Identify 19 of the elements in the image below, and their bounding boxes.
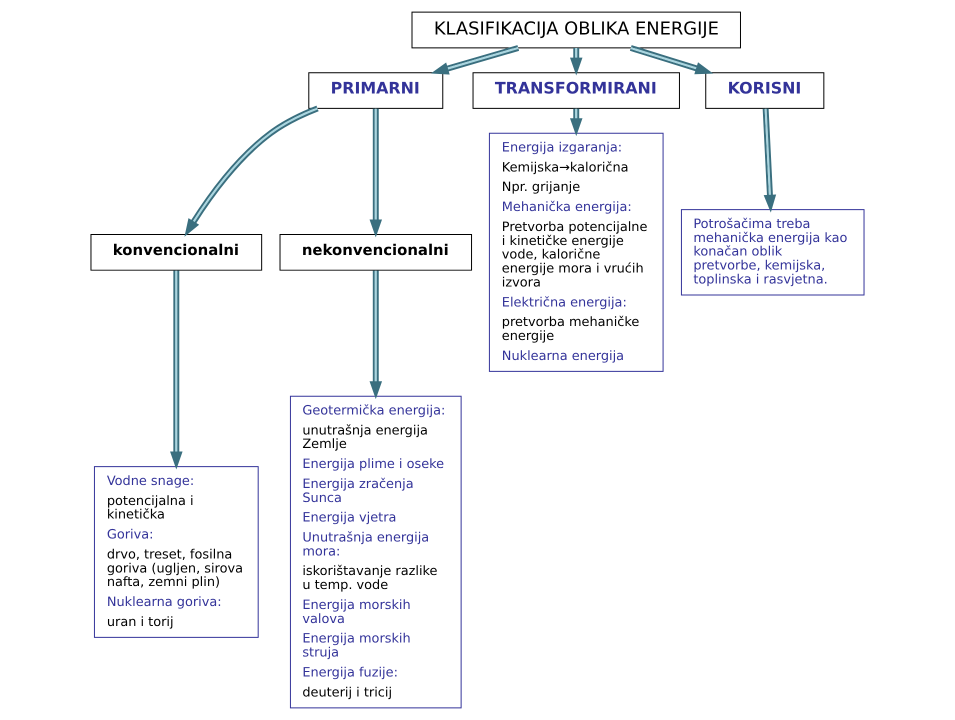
node-box: nekonvencionalni <box>280 234 472 271</box>
arrow <box>370 108 382 238</box>
node-box: TRANSFORMIRANI <box>472 72 680 109</box>
arrow <box>762 108 776 213</box>
arrow <box>430 45 520 75</box>
arrow <box>630 45 714 74</box>
node-box: Energija izgaranja: Kemijska→kalorična Npr. grijanje Mehanička energija: Pretvorba potencijalne i kinetičke energije vode, kalorične energije mora i vrućih izvora Električna energija: pretvorba mehaničke energije Nuklearna energija <box>488 132 664 372</box>
node-box: Geotermička energija: unutrašnja energija Zemlje Energija plime i oseke Energija zračenja Sunca Energija vjetra Unutrašnja energija mora: iskorištavanje razlike u temp. vode Energija morskih valova Energija morskih struja Energija fuzije: deuterij i tricij <box>290 396 462 708</box>
arrow <box>170 270 183 470</box>
arrow <box>570 108 582 136</box>
node-box: konvencionalni <box>90 234 262 271</box>
node-box: Potrošačima treba mehanička energija kao konačan oblik pretvorbe, kemijska, toplinska i rasvjetna. <box>680 209 865 296</box>
arrow <box>570 48 582 76</box>
node-box: PRIMARNI <box>308 72 444 109</box>
arrow <box>370 270 382 400</box>
node-box: KORISNI <box>705 72 824 109</box>
node-box: KLASIFIKACIJA OBLIKA ENERGIJE <box>412 12 741 48</box>
node-box: Vodne snage: potencijalna i kinetička Goriva: drvo, treset, fosilna goriva (ugljen, sirova nafta, zemni plin) Nuklearna goriva: uran i torij <box>94 466 259 638</box>
arrow <box>184 106 319 237</box>
